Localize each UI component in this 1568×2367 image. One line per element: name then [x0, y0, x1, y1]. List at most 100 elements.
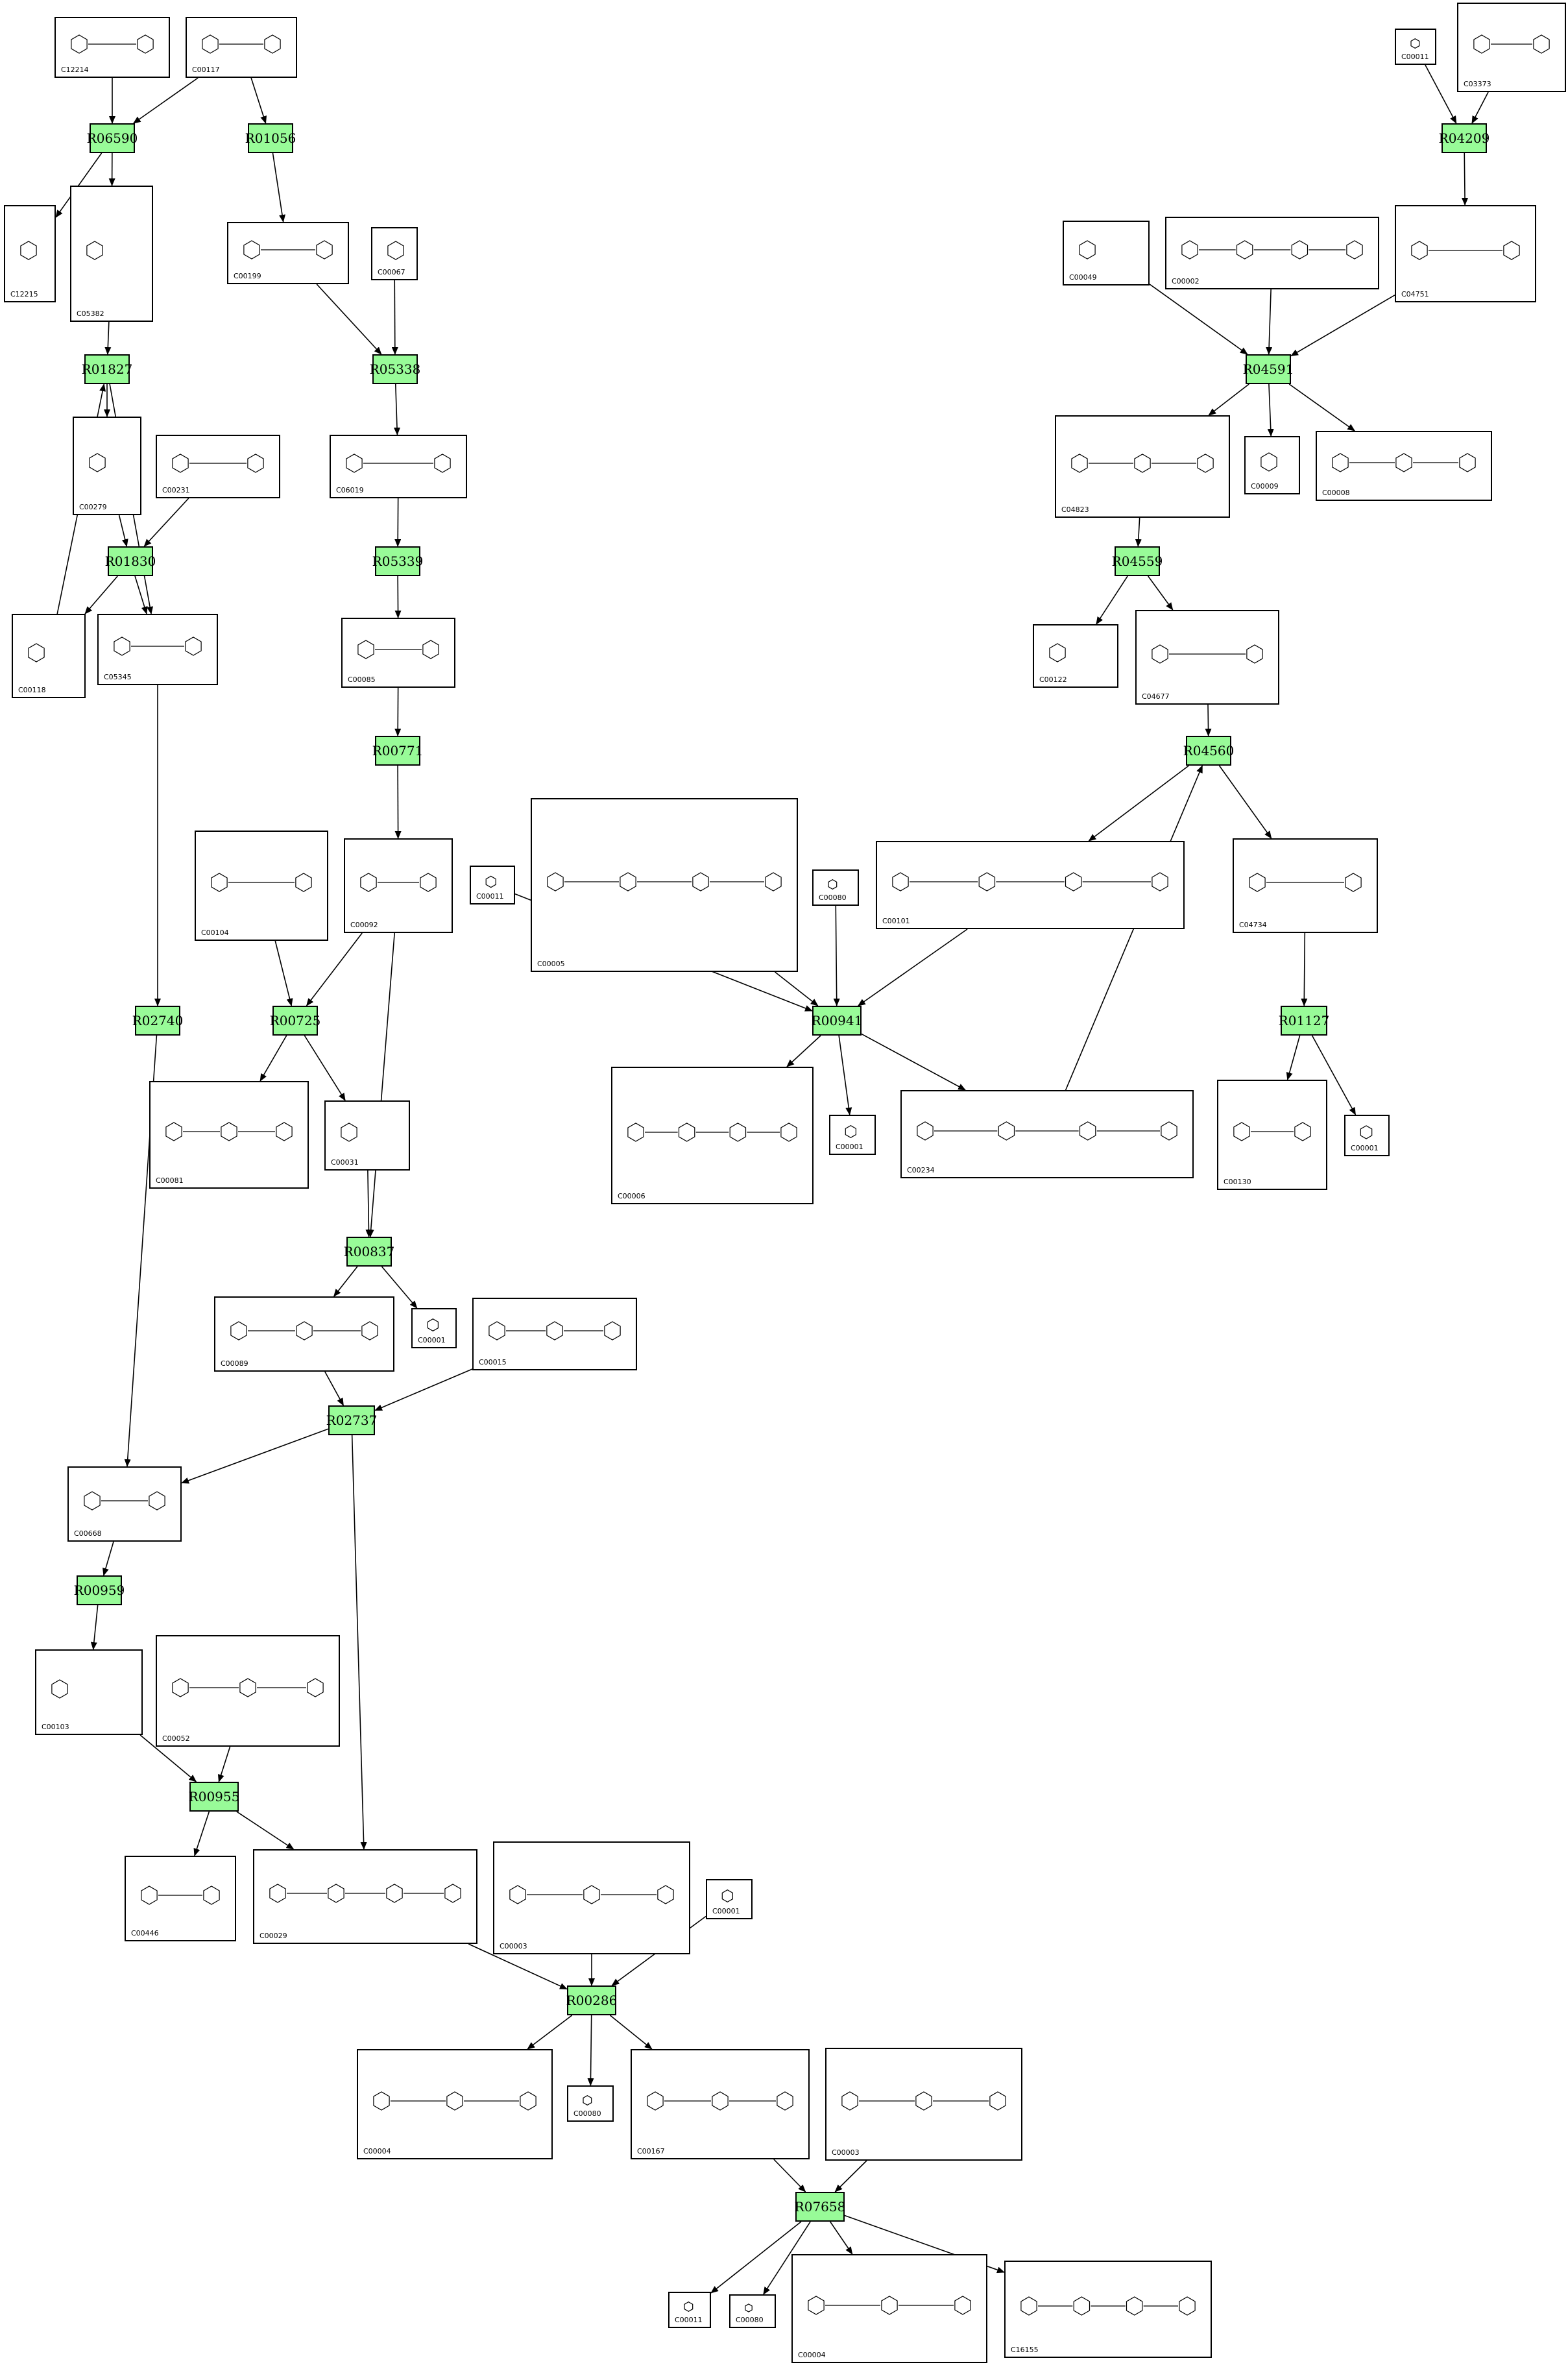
compound-box[interactable]: C00085 — [341, 618, 455, 688]
compound-box[interactable]: C00080 — [729, 2294, 776, 2328]
compound-box[interactable]: C00002 — [1165, 217, 1379, 289]
compound-box[interactable]: C12214 — [54, 17, 170, 78]
compound-box[interactable]: C00001 — [411, 1308, 457, 1348]
compound-box[interactable]: C00029 — [253, 1849, 477, 1944]
compound-box[interactable]: C00101 — [876, 841, 1185, 929]
reaction-node[interactable]: R06590 — [87, 123, 138, 153]
compound-box[interactable]: C00199 — [227, 222, 349, 284]
reaction-node[interactable]: R01827 — [82, 354, 132, 384]
compound-id: C12214 — [61, 66, 89, 74]
compound-box[interactable]: C00003 — [493, 1841, 690, 1954]
compound-box[interactable]: C00122 — [1033, 624, 1118, 688]
compound-box[interactable]: C00011 — [668, 2292, 711, 2328]
compound-box[interactable]: C00167 — [631, 2049, 810, 2159]
compound-box[interactable]: C00104 — [195, 831, 328, 941]
compound-box[interactable]: C00004 — [791, 2254, 987, 2363]
structure-drawing — [51, 1679, 68, 1699]
compound-box[interactable]: C00231 — [156, 435, 280, 498]
compound-box[interactable]: C00118 — [12, 614, 86, 698]
compound-id: C03373 — [1464, 80, 1491, 88]
compound-box[interactable]: C04823 — [1055, 415, 1230, 518]
compound-box[interactable]: C00080 — [812, 869, 859, 906]
compound-box[interactable]: C00001 — [706, 1879, 753, 1919]
edge-arrow — [1425, 64, 1457, 124]
compound-id: C00003 — [832, 2148, 860, 2157]
compound-box[interactable]: C00279 — [73, 417, 141, 515]
structure-drawing — [211, 873, 312, 892]
reaction-node[interactable]: R01056 — [245, 123, 296, 153]
reaction-node[interactable]: R02737 — [326, 1405, 377, 1435]
compound-box[interactable]: C00001 — [1344, 1115, 1390, 1156]
compound-box[interactable]: C00008 — [1316, 431, 1492, 501]
edge-arrow — [217, 1746, 231, 1782]
compound-id: C12215 — [10, 290, 38, 298]
compound-box[interactable]: C00031 — [324, 1100, 410, 1171]
edge-arrow — [1267, 383, 1274, 437]
compound-id: C16155 — [1011, 2346, 1039, 2354]
compound-box[interactable]: C06019 — [330, 435, 467, 498]
compound-box[interactable]: C00103 — [35, 1649, 143, 1735]
reaction-node[interactable]: R02740 — [132, 1006, 183, 1036]
edge-arrow — [1088, 765, 1189, 842]
reaction-node[interactable]: R00955 — [189, 1782, 239, 1812]
reaction-node[interactable]: R04591 — [1243, 354, 1294, 384]
compound-box[interactable]: C05382 — [70, 186, 153, 322]
compound-box[interactable]: C00089 — [214, 1296, 394, 1372]
compound-box[interactable]: C00081 — [149, 1081, 309, 1189]
compound-box[interactable]: C00015 — [472, 1298, 637, 1370]
compound-box[interactable]: C00668 — [67, 1466, 182, 1542]
reaction-node[interactable]: R00941 — [812, 1006, 862, 1036]
reaction-node[interactable]: R04559 — [1112, 546, 1163, 576]
compound-box[interactable]: C00011 — [1395, 29, 1436, 65]
reaction-node[interactable]: R00837 — [344, 1237, 394, 1267]
reaction-node[interactable]: R00771 — [372, 736, 423, 766]
compound-box[interactable]: C16155 — [1004, 2261, 1212, 2358]
compound-id: C00031 — [331, 1158, 359, 1167]
compound-box[interactable]: C00080 — [567, 2085, 614, 2122]
structure-drawing — [427, 1318, 439, 1331]
reaction-node[interactable]: R00286 — [566, 1985, 617, 2015]
compound-id: C00009 — [1251, 482, 1279, 491]
structure-drawing — [828, 879, 838, 890]
compound-box[interactable]: C00067 — [371, 227, 418, 280]
compound-box[interactable]: C04734 — [1233, 838, 1378, 933]
compound-box[interactable]: C04677 — [1135, 610, 1279, 705]
structure-drawing — [488, 1321, 621, 1341]
reaction-node[interactable]: R07658 — [795, 2192, 845, 2222]
compound-box[interactable]: C00117 — [186, 17, 297, 78]
compound-box[interactable]: C00130 — [1217, 1080, 1327, 1190]
reaction-node[interactable]: R05338 — [370, 354, 420, 384]
compound-box[interactable]: C00049 — [1063, 221, 1150, 285]
edge-arrow — [786, 1035, 821, 1067]
compound-box[interactable]: C05345 — [97, 614, 218, 685]
reaction-node[interactable]: R00725 — [270, 1006, 320, 1036]
reaction-node[interactable]: R04560 — [1183, 736, 1234, 766]
edge-arrow — [834, 2160, 867, 2192]
reaction-node[interactable]: R01830 — [105, 546, 156, 576]
compound-box[interactable]: C00004 — [357, 2049, 553, 2159]
structure-drawing — [71, 34, 154, 54]
edge-arrow — [351, 1435, 367, 1850]
compound-box[interactable]: C03373 — [1457, 3, 1566, 92]
compound-box[interactable]: C00006 — [611, 1067, 814, 1204]
compound-box[interactable]: C00011 — [470, 866, 515, 904]
compound-box[interactable]: C00001 — [829, 1115, 876, 1155]
edge-arrow — [1290, 295, 1395, 357]
compound-box[interactable]: C00234 — [900, 1090, 1194, 1178]
compound-box[interactable]: C04751 — [1395, 205, 1536, 302]
compound-id: C00008 — [1322, 489, 1350, 497]
compound-box[interactable]: C00009 — [1244, 436, 1300, 494]
compound-id: C00231 — [162, 486, 190, 494]
compound-box[interactable]: C00092 — [344, 838, 453, 933]
compound-box[interactable]: C00052 — [156, 1635, 340, 1747]
reaction-node[interactable]: R05339 — [372, 546, 423, 576]
reaction-node[interactable]: R01127 — [1279, 1006, 1329, 1036]
reaction-node[interactable]: R04209 — [1439, 123, 1490, 153]
compound-box[interactable]: C00005 — [531, 798, 798, 972]
compound-id: C00001 — [418, 1336, 446, 1344]
structure-drawing — [89, 453, 106, 472]
compound-box[interactable]: C00003 — [825, 2048, 1022, 2161]
compound-box[interactable]: C12215 — [4, 205, 56, 302]
reaction-node[interactable]: R00959 — [74, 1575, 125, 1605]
compound-box[interactable]: C00446 — [125, 1856, 236, 1941]
